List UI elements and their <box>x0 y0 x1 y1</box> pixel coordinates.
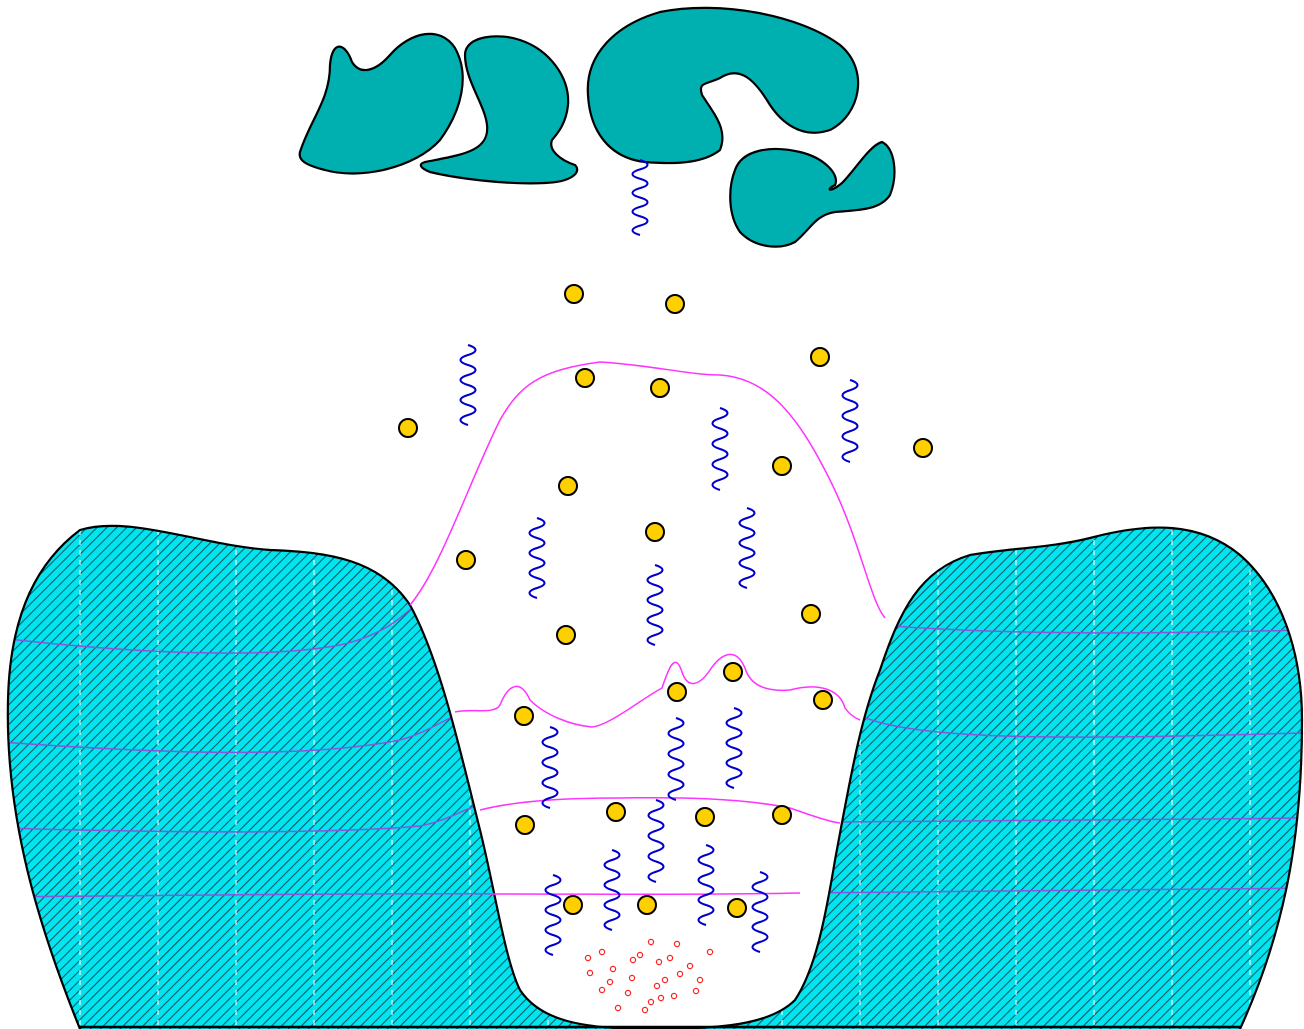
protein-blob-4 <box>730 142 894 247</box>
red-small-circle <box>615 1005 620 1010</box>
yellow-particle <box>666 295 684 313</box>
blue-squiggle <box>753 872 768 952</box>
red-small-circle <box>637 952 642 957</box>
blue-squiggle <box>699 845 714 925</box>
red-small-circle <box>610 966 615 971</box>
blue-squiggle <box>648 565 663 645</box>
red-small-circle <box>671 993 676 998</box>
blue-squiggle <box>843 380 858 462</box>
protein-blob-1 <box>300 34 463 174</box>
red-small-circle <box>642 1007 647 1012</box>
yellow-particle <box>651 379 669 397</box>
yellow-particle <box>668 683 686 701</box>
red-small-circle <box>599 987 604 992</box>
yellow-particle <box>814 691 832 709</box>
yellow-particle <box>914 439 932 457</box>
red-small-circle <box>585 955 590 960</box>
yellow-particle <box>557 626 575 644</box>
blue-squiggle <box>543 727 558 808</box>
blue-squiggle <box>605 850 620 930</box>
yellow-particle <box>457 551 475 569</box>
red-small-circle <box>658 995 663 1000</box>
red-small-circle <box>630 957 635 962</box>
red-small-circle <box>667 955 672 960</box>
blue-squiggle <box>669 718 684 800</box>
yellow-particle <box>515 707 533 725</box>
protein-blob-3 <box>588 8 858 163</box>
yellow-particle <box>773 806 791 824</box>
yellow-particle <box>399 419 417 437</box>
red-small-circle <box>707 949 712 954</box>
red-small-circle <box>674 941 679 946</box>
yellow-particle <box>811 348 829 366</box>
red-small-circle <box>629 975 634 980</box>
blue-squiggle <box>713 408 728 490</box>
blue-squiggle <box>633 160 648 235</box>
red-small-circle <box>625 990 630 995</box>
red-small-circle <box>607 979 612 984</box>
yellow-particle <box>802 605 820 623</box>
yellow-particle <box>724 663 742 681</box>
yellow-particle <box>638 896 656 914</box>
red-small-circle <box>587 970 592 975</box>
red-small-circle <box>677 971 682 976</box>
layer-boundaries <box>410 362 885 894</box>
red-small-circles <box>585 939 712 1012</box>
yellow-particle <box>576 369 594 387</box>
tissue-white-streaks <box>0 500 1304 1029</box>
blue-squiggle <box>727 708 742 788</box>
yellow-particle <box>565 285 583 303</box>
blue-squiggle <box>740 508 755 588</box>
blue-squiggle <box>461 345 476 425</box>
red-small-circle <box>648 999 653 1004</box>
yellow-particle <box>607 803 625 821</box>
blue-squiggle <box>546 875 561 955</box>
red-small-circle <box>648 939 653 944</box>
yellow-particle <box>773 457 791 475</box>
blue-squiggle <box>649 800 664 882</box>
tissue-cross-section <box>0 500 1304 1029</box>
yellow-particle <box>516 816 534 834</box>
yellow-particle <box>564 896 582 914</box>
yellow-particle <box>728 899 746 917</box>
red-small-circle <box>599 949 604 954</box>
yellow-particle <box>646 523 664 541</box>
yellow-particle <box>696 808 714 826</box>
red-small-circle <box>697 977 702 982</box>
red-small-circle <box>693 988 698 993</box>
red-small-circle <box>654 983 659 988</box>
blue-squiggles <box>461 160 858 955</box>
yellow-particle <box>559 477 577 495</box>
blue-squiggle <box>530 518 545 598</box>
protein-blobs <box>300 8 895 247</box>
red-small-circle <box>656 959 661 964</box>
red-small-circle <box>687 963 692 968</box>
red-small-circle <box>662 977 667 982</box>
layer-boundary-fourth <box>490 893 800 894</box>
